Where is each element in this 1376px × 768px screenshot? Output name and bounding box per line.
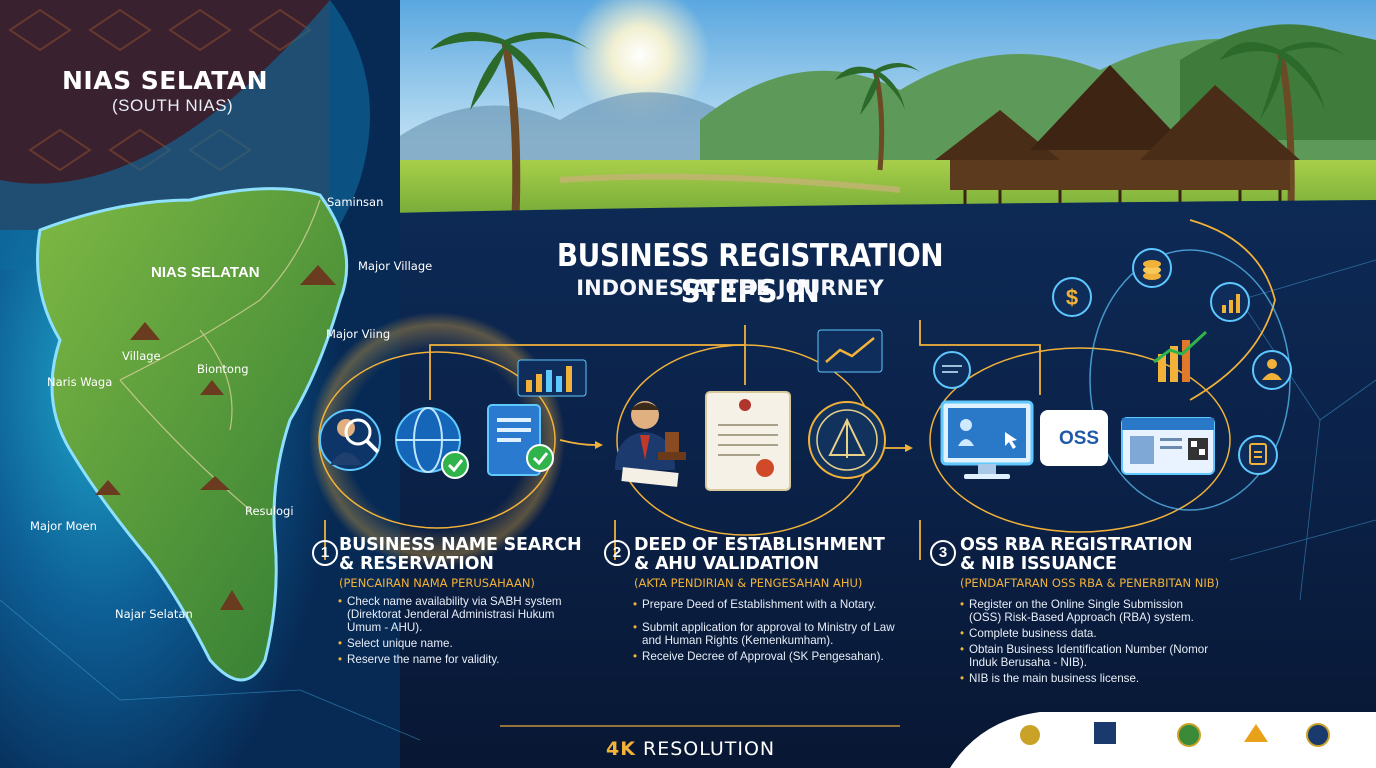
computer-icon [940,400,1034,479]
ministry-seal-icon [808,401,886,479]
step-details: Register on the Online Single Submission… [960,598,1210,688]
map-title: NIAS SELATAN [62,66,269,95]
bar-chart-icon [517,359,587,397]
map-place-label: Najar Selatan [115,607,193,621]
map-place-label: Village [122,349,161,363]
oss-logo-text: OSS [1058,428,1100,449]
map-place-label: Major Village [358,259,433,273]
list-item: Obtain Business Identification Number (N… [960,643,1210,669]
step-title-line: & NIB ISSUANCE [960,554,1117,574]
resolution-rest: RESOLUTION [635,738,776,760]
step-number: 1 [312,540,338,566]
chart-up-icon [1153,330,1208,382]
step-local-name: (PENDAFTARAN OSS RBA & PENERBITAN NIB) [960,576,1220,590]
step-title: DEED OF ESTABLISHMENT & AHU VALIDATION [634,536,885,574]
list-item: Receive Decree of Approval (SK Pengesaha… [633,650,895,663]
step-local-name: (AKTA PENDIRIAN & PENGESAHAN AHU) [634,576,863,590]
step-title: OSS RBA REGISTRATION & NIB ISSUANCE [960,535,1193,574]
resolution-label: 4K RESOLUTION [606,738,775,760]
clipboard-icon [1249,443,1267,465]
deed-scroll-icon [705,391,791,491]
map-region-label: NIAS SELATAN [151,264,260,281]
search-person-icon [319,409,381,471]
step-title-line: DEED OF ESTABLISHMENT [634,535,885,555]
oss-logo-icon [1040,410,1108,466]
list-item: Complete business data. [960,627,1210,640]
step-title-line: BUSINESS NAME SEARCH [339,535,582,555]
list-item: Reserve the name for validity. [338,653,578,666]
notary-icon [615,401,686,487]
officer-icon [1262,359,1282,380]
step-number: 3 [930,540,956,566]
page-subtitle: INDONESIA: THE JOURNEY [576,276,884,300]
step-local-name: (PENCAIRAN NAMA PERUSAHAAN) [339,576,535,590]
page-title: BUSINESS REGISTRATION STEPS IN [556,238,944,310]
map-place-label: Biontong [197,362,249,376]
id-card-icon [1121,417,1215,475]
step-number: 2 [604,540,630,566]
step-title-line: & RESERVATION [339,554,494,574]
step-title-line: OSS RBA REGISTRATION [960,535,1193,555]
list-item: Submit application for approval to Minis… [633,621,895,647]
list-item: NIB is the main business license. [960,672,1210,685]
list-item: Register on the Online Single Submission… [960,598,1210,624]
map-subtitle: (SOUTH NIAS) [112,96,234,115]
globe-check-icon [395,407,469,479]
map-place-label: Major Moen [30,519,97,533]
list-item: Check name availability via SABH system … [338,595,578,634]
map-place-label: Saminsan [327,195,384,209]
step-details: Prepare Deed of Establishment with a Not… [633,598,895,666]
list-item: Prepare Deed of Establishment with a Not… [633,598,895,611]
step-details: Check name availability via SABH system … [338,595,578,669]
step-title-line: & AHU VALIDATION [634,554,819,574]
dollar-icon: $ [1066,285,1078,310]
coins-icon [1143,260,1161,280]
list-item: Select unique name. [338,637,578,650]
partner-logos [1020,722,1330,747]
map-place-label: Resulogi [245,504,294,518]
document-check-icon [487,404,554,476]
map-place-label: Major Viing [326,327,391,341]
step-title: BUSINESS NAME SEARCH & RESERVATION [339,536,582,574]
chart-up-icon [817,329,883,373]
resolution-strong: 4K [606,738,636,760]
map-place-label: Naris Waga [47,375,113,389]
chart-up-icon [1222,294,1240,313]
